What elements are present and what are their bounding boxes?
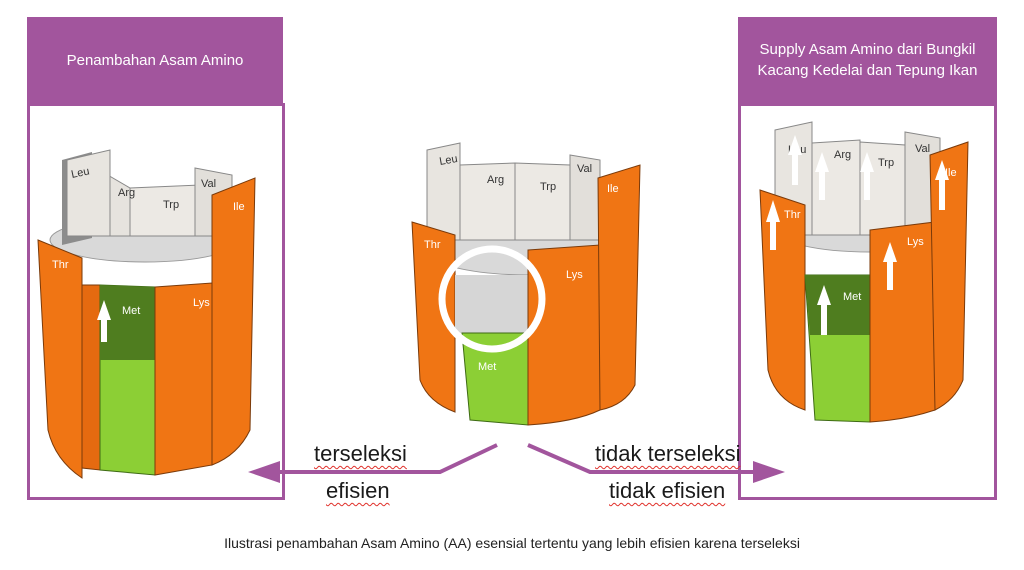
label-trp-right: Trp (878, 157, 894, 169)
highlight-circle-met (438, 245, 546, 353)
label-leu-left: Leu (70, 165, 90, 181)
header-right-text: Supply Asam Amino dari Bungkil Kacang Ke… (757, 41, 978, 79)
label-met-center: Met (478, 361, 496, 373)
arrow-up-met-right (817, 285, 831, 335)
barrel-right: Leu Arg Trp Val Thr Met Lys Ile (759, 121, 969, 423)
barrel-center: Leu Arg Trp Val Thr Met Lys Ile (411, 142, 641, 426)
stave-ile-center (597, 164, 641, 411)
label-met-right: Met (843, 291, 861, 303)
stave-thr-side-left (81, 284, 101, 471)
label-tidak-terseleksi: tidak terseleksi (595, 441, 741, 466)
label-arg-center: Arg (487, 174, 504, 186)
arrow-up-ile-right (935, 160, 949, 210)
label-thr-left: Thr (52, 259, 69, 271)
label-ile-left: Ile (233, 201, 245, 213)
label-efisien: efisien (326, 478, 390, 503)
arrow-up-lys-right (883, 242, 897, 290)
arrow-to-left (248, 443, 498, 483)
frame-left (27, 103, 285, 500)
label-tidak-efisien: tidak efisien (609, 478, 726, 503)
stave-lys-right (869, 221, 936, 423)
label-terseleksi: terseleksi (314, 441, 407, 466)
stave-ile-left (211, 177, 256, 466)
arrow-to-right (527, 443, 785, 483)
stave-leu-face-left (66, 149, 111, 237)
label-ile-right: Ile (945, 167, 957, 179)
label-thr-right: Thr (784, 209, 801, 221)
stave-ile-right (929, 141, 969, 411)
stave-trp-center (514, 162, 571, 241)
label-lys-left: Lys (193, 297, 210, 309)
label-val-right: Val (915, 143, 930, 155)
label-trp-left: Trp (163, 199, 179, 211)
gap-met-center (455, 275, 530, 333)
arrow-up-leu-right (788, 135, 802, 185)
figure-caption: Ilustrasi penambahan Asam Amino (AA) ese… (224, 535, 800, 551)
stave-met-fill-left (100, 285, 155, 360)
stave-thr-left (37, 239, 83, 479)
stave-lys-center (527, 244, 601, 426)
label-val-center: Val (577, 163, 592, 175)
barrel-left: Leu Arg Trp Val Thr Met Lys Ile (37, 149, 256, 479)
stave-thr-right (759, 189, 806, 411)
arrow-up-trp-right (860, 152, 874, 200)
label-leu-center: Leu (438, 153, 458, 168)
label-ile-center: Ile (607, 183, 619, 195)
label-thr-center: Thr (424, 239, 441, 251)
label-arg-right: Arg (834, 149, 851, 161)
label-lys-right: Lys (907, 236, 924, 248)
header-penambahan-asam-amino: Penambahan Asam Amino (27, 17, 283, 103)
arrow-up-met-left (97, 300, 111, 342)
label-arg-left: Arg (118, 187, 135, 199)
label-met-left: Met (122, 305, 140, 317)
label-val-left: Val (201, 178, 216, 190)
arrow-up-arg-right (815, 152, 829, 200)
frame-right (738, 103, 997, 500)
stave-met-fill-right (805, 275, 870, 335)
label-trp-center: Trp (540, 181, 556, 193)
label-lys-center: Lys (566, 269, 583, 281)
stave-lys-left (154, 282, 213, 476)
header-supply-asam-amino: Supply Asam Amino dari Bungkil Kacang Ke… (738, 17, 997, 103)
arrow-up-thr-right (766, 200, 780, 250)
header-left-text: Penambahan Asam Amino (66, 51, 244, 69)
stave-thr-center (411, 221, 456, 413)
